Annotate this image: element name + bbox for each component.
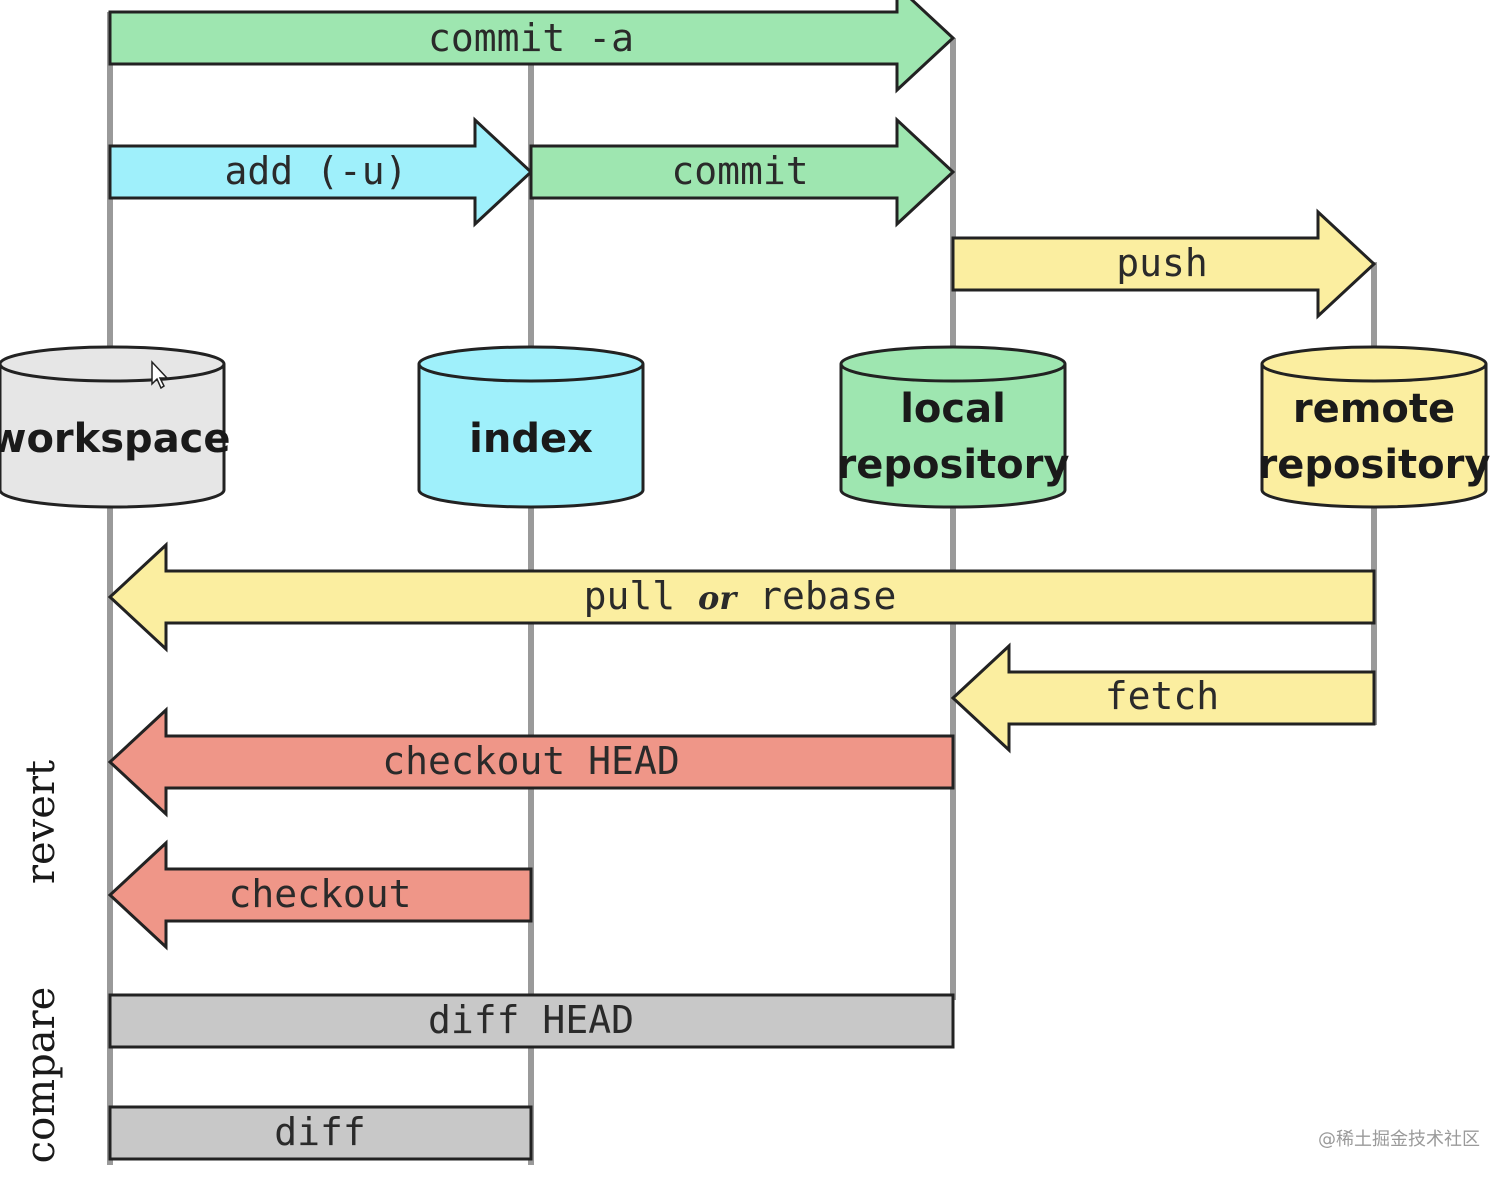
remote-repository-label-line2: repository [1258, 442, 1491, 488]
add-arrow: add (-u) [108, 116, 534, 228]
checkout-label: checkout [228, 872, 411, 916]
checkout-arrow: checkout [107, 839, 533, 951]
commit-arrow: commit [529, 116, 956, 228]
workspace-store: workspace [0, 345, 231, 509]
watermark: @稀土掘金技术社区 [1318, 1129, 1480, 1150]
commit-a-arrow: commit -a [108, 0, 956, 94]
local-repository-label-line2: repository [837, 442, 1070, 488]
push-arrow: push [951, 208, 1377, 320]
checkout-head-label: checkout HEAD [382, 739, 679, 783]
diff-head-bar: diff HEAD [108, 993, 955, 1049]
fetch-arrow: fetch [950, 642, 1376, 754]
fetch-label: fetch [1105, 674, 1219, 718]
diff-bar: diff [108, 1105, 533, 1161]
mouse-cursor-icon [151, 360, 169, 390]
add-label: add (-u) [224, 149, 407, 193]
remote-repository-label-line1: remote [1293, 386, 1455, 432]
pull-label: pull [584, 574, 676, 618]
remote-repository-store: remote repository [1258, 345, 1491, 509]
diff-label: diff [274, 1110, 366, 1154]
index-label: index [469, 416, 593, 462]
pull-or-rebase-arrow: pull or rebase [107, 541, 1376, 653]
commit-a-label: commit -a [428, 16, 634, 60]
local-repository-store: local repository [837, 345, 1070, 509]
workspace-label: workspace [0, 416, 231, 462]
lifelines [107, 12, 1377, 1165]
push-label: push [1116, 241, 1208, 285]
pull-or-rebase-label: pull or rebase [584, 574, 897, 618]
index-store: index [417, 345, 645, 509]
local-repository-label-line1: local [900, 386, 1006, 432]
checkout-head-arrow: checkout HEAD [107, 706, 955, 818]
compare-group-label: compare [18, 987, 64, 1164]
revert-group-label: revert [18, 760, 64, 884]
rebase-label: rebase [759, 574, 896, 618]
commit-label: commit [671, 149, 808, 193]
diff-head-label: diff HEAD [428, 998, 634, 1042]
or-label: or [698, 579, 738, 617]
